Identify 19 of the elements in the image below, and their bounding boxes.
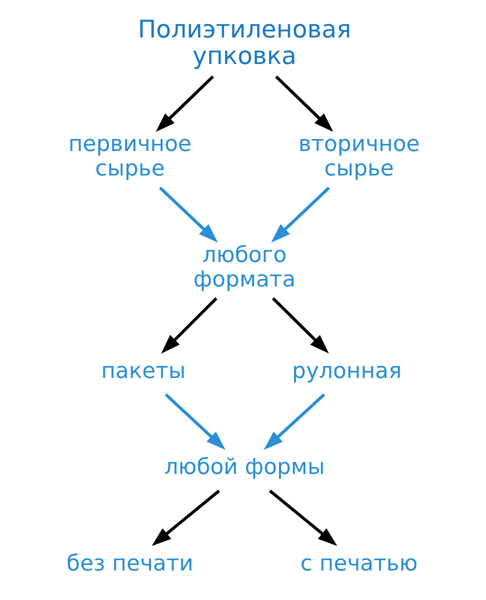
- arrow: [272, 297, 329, 354]
- arrow: [156, 75, 214, 132]
- arrow: [268, 490, 338, 546]
- node-text: первичное сырье: [68, 132, 192, 182]
- node-text: Полиэтиленовая упковка: [138, 14, 352, 70]
- node-text: без печати: [66, 551, 194, 576]
- node-text: вторичное сырье: [298, 132, 420, 182]
- arrow: [161, 297, 218, 354]
- arrow: [264, 393, 326, 450]
- arrow: [152, 490, 220, 546]
- node-text: любой формы: [164, 455, 325, 480]
- node-text: любого формата: [193, 243, 296, 292]
- arrow: [271, 186, 330, 243]
- arrow: [275, 75, 334, 132]
- node-text: рулонная: [292, 358, 402, 384]
- arrow: [164, 393, 226, 450]
- arrow: [159, 186, 218, 243]
- node-text: с печатью: [300, 551, 418, 576]
- node-text: пакеты: [101, 358, 186, 384]
